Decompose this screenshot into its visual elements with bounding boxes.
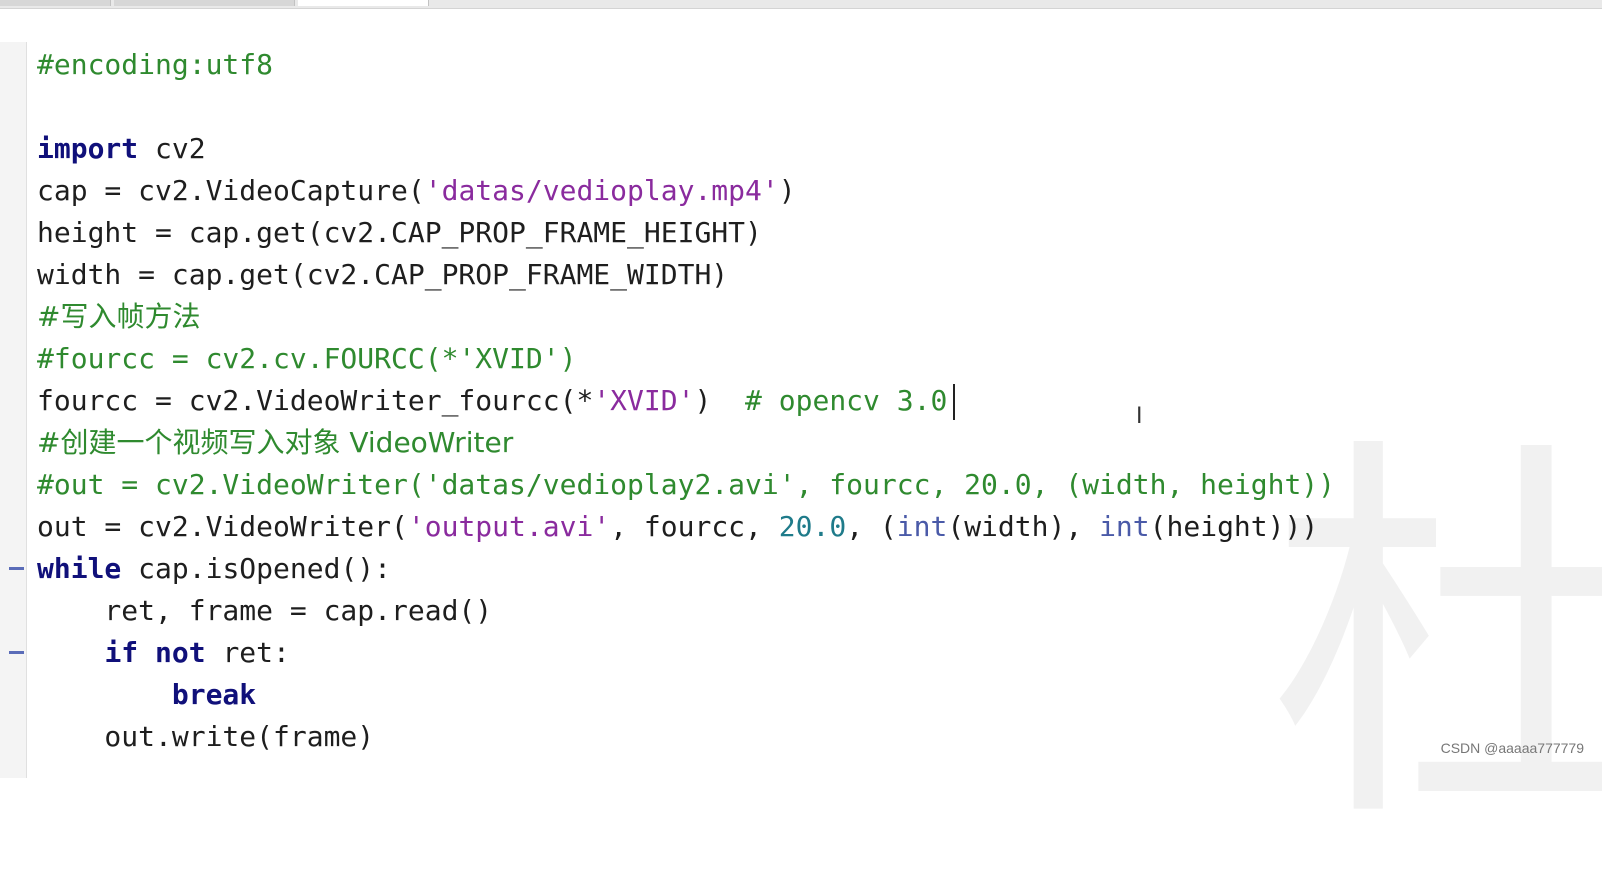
editor-tab-active[interactable]	[298, 0, 429, 6]
code-text: )	[694, 384, 745, 417]
code-line: cap = cv2.VideoCapture('datas/vedioplay.…	[0, 170, 1602, 212]
code-line: while cap.isOpened():	[0, 548, 1602, 590]
code-line: #encoding:utf8	[0, 44, 1602, 86]
code-text: cap = cv2.VideoCapture(	[37, 174, 425, 207]
code-line: out.write(frame)	[0, 716, 1602, 758]
fold-collapse-icon[interactable]	[9, 651, 24, 654]
code-line: #写入帧方法	[0, 296, 1602, 338]
builtin-int: int	[1099, 510, 1150, 543]
builtin-int: int	[897, 510, 948, 543]
code-line: out = cv2.VideoWriter('output.avi', four…	[0, 506, 1602, 548]
code-text: , (	[846, 510, 897, 543]
code-text: , fourcc,	[610, 510, 779, 543]
number-literal: 20.0	[779, 510, 846, 543]
code-line: #fourcc = cv2.cv.FOURCC(*'XVID')	[0, 338, 1602, 380]
code-text: width = cap.get(cv2.CAP_PROP_FRAME_WIDTH…	[37, 258, 728, 291]
code-comment: #创建一个视频写入对象 VideoWriter	[37, 426, 513, 459]
keyword-if: if	[104, 636, 138, 669]
editor-tab-2[interactable]	[114, 0, 295, 6]
code-line: #创建一个视频写入对象 VideoWriter	[0, 422, 1602, 464]
code-comment: #encoding:utf8	[37, 48, 273, 81]
string-literal: 'XVID'	[593, 384, 694, 417]
editor-tab-1[interactable]	[0, 0, 111, 6]
code-line	[0, 86, 1602, 128]
code-text: (width),	[947, 510, 1099, 543]
credit-watermark: CSDN @aaaaa777779	[1441, 740, 1584, 756]
keyword-not: not	[155, 636, 206, 669]
code-indent	[37, 678, 172, 711]
code-text: (height)))	[1150, 510, 1319, 543]
code-comment: #写入帧方法	[37, 300, 200, 333]
code-text: ret:	[206, 636, 290, 669]
code-editor[interactable]: #encoding:utf8 import cv2 cap = cv2.Vide…	[0, 44, 1602, 758]
code-comment: #out = cv2.VideoWriter('datas/vedioplay2…	[37, 468, 1335, 501]
keyword-import: import	[37, 132, 138, 165]
tab-bar	[0, 0, 1602, 9]
code-text: cap.isOpened():	[121, 552, 391, 585]
code-line: #out = cv2.VideoWriter('datas/vedioplay2…	[0, 464, 1602, 506]
ibeam-cursor-icon: I	[1136, 404, 1143, 429]
fold-collapse-icon[interactable]	[9, 567, 24, 570]
code-text: out.write(frame)	[37, 720, 374, 753]
code-text: ret, frame = cap.read()	[37, 594, 492, 627]
code-text: cv2	[138, 132, 205, 165]
code-text: out = cv2.VideoWriter(	[37, 510, 408, 543]
code-line: ret, frame = cap.read()	[0, 590, 1602, 632]
code-text: height = cap.get(cv2.CAP_PROP_FRAME_HEIG…	[37, 216, 762, 249]
code-text: fourcc = cv2.VideoWriter_fourcc(*	[37, 384, 593, 417]
string-literal: 'datas/vedioplay.mp4'	[425, 174, 779, 207]
code-line: if not ret:	[0, 632, 1602, 674]
code-line: width = cap.get(cv2.CAP_PROP_FRAME_WIDTH…	[0, 254, 1602, 296]
keyword-while: while	[37, 552, 121, 585]
string-literal: 'output.avi'	[408, 510, 610, 543]
code-line: break	[0, 674, 1602, 716]
code-indent	[37, 636, 104, 669]
code-comment: #fourcc = cv2.cv.FOURCC(*'XVID')	[37, 342, 576, 375]
code-line: import cv2	[0, 128, 1602, 170]
code-comment: # opencv 3.0	[745, 384, 947, 417]
code-text	[138, 636, 155, 669]
code-line: height = cap.get(cv2.CAP_PROP_FRAME_HEIG…	[0, 212, 1602, 254]
code-text: )	[779, 174, 796, 207]
code-line: fourcc = cv2.VideoWriter_fourcc(*'XVID')…	[0, 380, 1602, 422]
keyword-break: break	[172, 678, 256, 711]
text-caret	[953, 384, 955, 420]
